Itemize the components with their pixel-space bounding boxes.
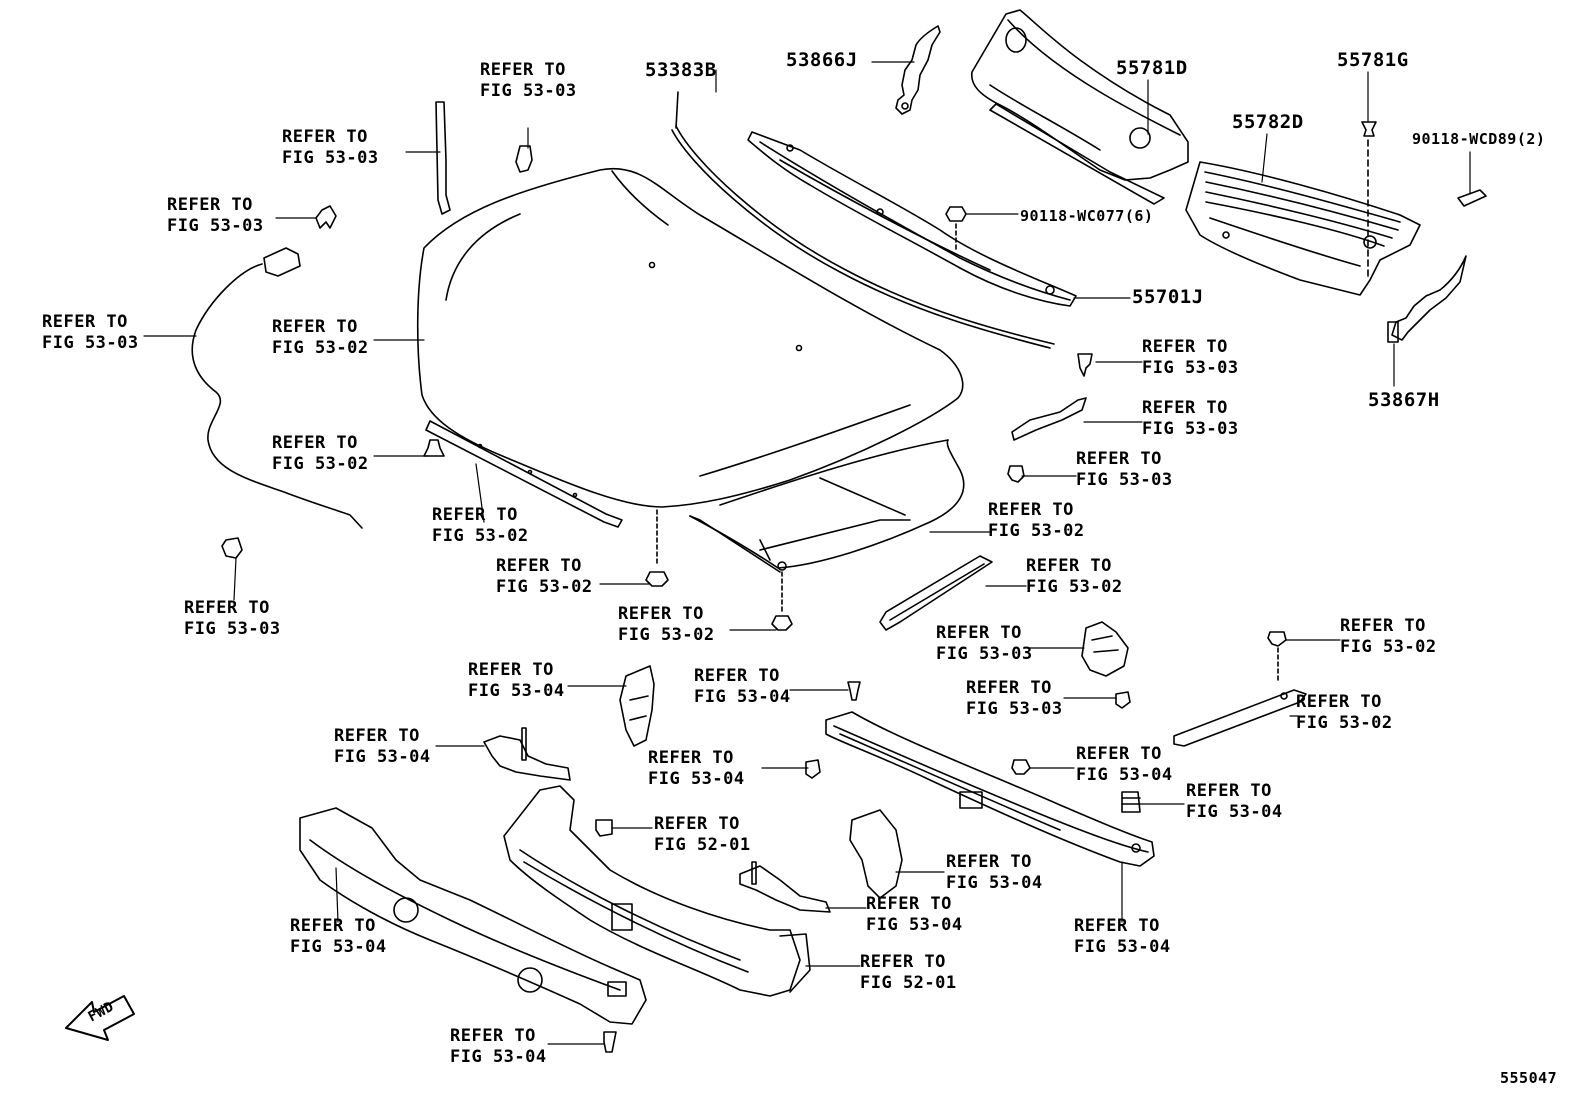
radiator-bolt-c [1011, 759, 1031, 775]
fwd-arrow-icon [65, 995, 135, 1041]
cowl-panel-left [747, 131, 1077, 307]
cowl-louver-panel [1185, 161, 1421, 296]
bumper-reinforcement-bolt [595, 819, 613, 837]
front-crossmember [299, 807, 647, 1025]
cowl-nut-90118-WC077 [945, 206, 967, 251]
radiator-support-seal [1173, 689, 1307, 747]
radiator-bolt-a [847, 681, 861, 701]
hood-cable-lower-end [435, 101, 451, 215]
part-number-55701J: 55701J [1132, 286, 1204, 308]
hood-hinge-bolt-2 [1007, 465, 1025, 483]
hood-release-cable [191, 247, 363, 529]
hood-lock [1081, 621, 1129, 677]
hood-cable-holder [221, 537, 243, 559]
hood-lock-bolt [1115, 691, 1131, 709]
crossmember-bolt [603, 1031, 617, 1053]
cowl-bracket-53866J [895, 25, 941, 115]
diagram-id: 555047 [1500, 1069, 1558, 1087]
radiator-support-side-bracket [849, 809, 903, 899]
hood-fastener-a [645, 509, 669, 587]
part-number-55781G: 55781G [1337, 49, 1409, 71]
bumper-mount-bracket [739, 861, 831, 913]
bumper-reinforcement [503, 785, 811, 997]
hood-rear-seal [671, 91, 1055, 349]
radiator-seal-clip [1267, 631, 1287, 681]
outer-cowl-panel [971, 9, 1189, 205]
hood-hinge [1011, 397, 1087, 441]
hood-inner-frame [689, 439, 965, 573]
part-number-55781D: 55781D [1116, 57, 1188, 79]
hood-hinge-bolt [1077, 353, 1093, 377]
part-number-53383B: 53383B [645, 59, 717, 81]
radiator-grommet [1121, 791, 1141, 813]
part-number-55782D: 55782D [1232, 111, 1304, 133]
radiator-bolt-b [805, 759, 821, 779]
part-number-53867H: 53867H [1368, 389, 1440, 411]
part-number-90118-WC077: 90118-WC077(6) [1020, 207, 1154, 225]
hood-bumper-stop [423, 439, 445, 457]
part-number-53866J: 53866J [786, 49, 858, 71]
radiator-support-link [483, 727, 571, 781]
hood-fastener-b [771, 571, 793, 631]
hood-panel [416, 167, 964, 508]
radiator-support-upper [825, 711, 1155, 867]
cowl-clip-55781G [1361, 121, 1377, 281]
headlamp-bracket-left [619, 665, 655, 747]
hood-lock-support-strip [879, 555, 993, 631]
cowl-bracket-53867H [1387, 255, 1467, 343]
hood-cable-small-clip [515, 145, 533, 173]
hood-cable-clip [315, 205, 337, 229]
hood-front-seal [425, 420, 623, 528]
cowl-pad-90118-WCD89 [1457, 189, 1487, 207]
part-number-90118-WCD89: 90118-WCD89(2) [1412, 130, 1546, 148]
leader-lines [143, 61, 1471, 1045]
